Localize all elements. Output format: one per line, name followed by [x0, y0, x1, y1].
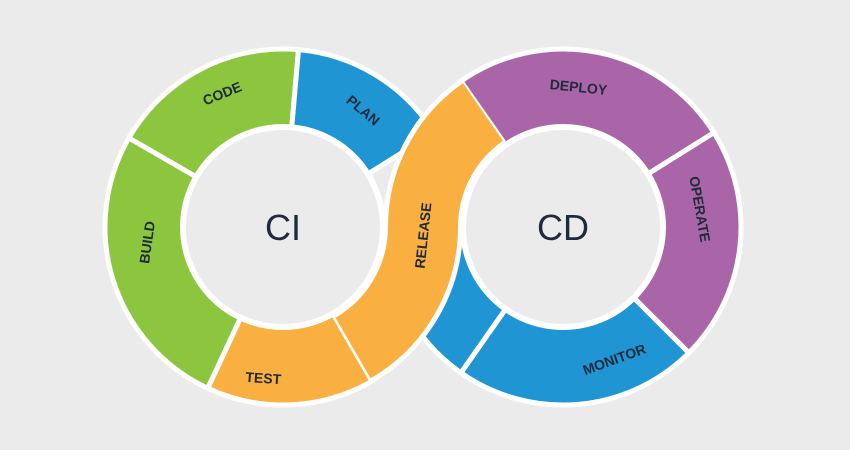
cd-title: CD [537, 207, 589, 248]
label-test: TEST [245, 369, 282, 387]
label-build: BUILD [136, 220, 158, 265]
release-segment [334, 83, 504, 379]
ci-center [180, 124, 386, 330]
label-release: RELEASE [412, 202, 435, 269]
ci-title: CI [265, 207, 301, 248]
cd-center [460, 124, 666, 330]
label-deploy: DEPLOY [549, 76, 609, 98]
